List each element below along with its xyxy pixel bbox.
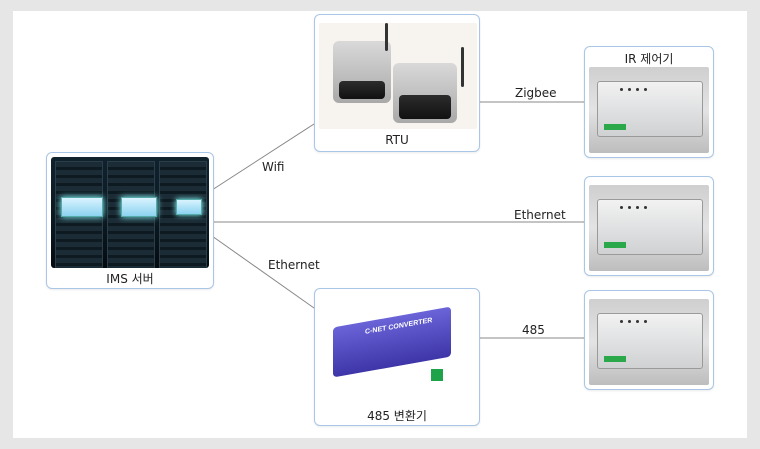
line-server-rtu [211, 123, 315, 191]
rtu-device-image [319, 23, 477, 129]
link-label-wifi: Wifi [262, 160, 285, 174]
server-rack-image [51, 157, 209, 268]
link-label-ethernet-middle: Ethernet [514, 208, 566, 222]
link-label-485: 485 [522, 323, 545, 337]
link-label-ethernet-lower: Ethernet [268, 258, 320, 272]
ir-controller-label: IR 제어기 [624, 52, 674, 66]
ir-controller-image [589, 67, 709, 153]
converter-485-label: 485 변환기 [367, 409, 427, 423]
rtu-label: RTU [385, 133, 409, 147]
converter-device-image: C-NET CONVERTER [319, 299, 477, 399]
line-server-converter [211, 235, 315, 309]
ims-server-card: IMS 서버 [46, 152, 214, 289]
rtu-card: RTU [314, 14, 480, 152]
converter-485-card: C-NET CONVERTER 485 변환기 [314, 288, 480, 426]
ir-controller-card-top: IR 제어기 [584, 46, 714, 158]
ims-server-label: IMS 서버 [106, 272, 154, 286]
ir-controller-card-middle [584, 176, 714, 276]
ir-controller-image [589, 185, 709, 271]
ir-controller-card-bottom [584, 290, 714, 390]
link-label-zigbee: Zigbee [515, 86, 557, 100]
ir-controller-image [589, 299, 709, 385]
